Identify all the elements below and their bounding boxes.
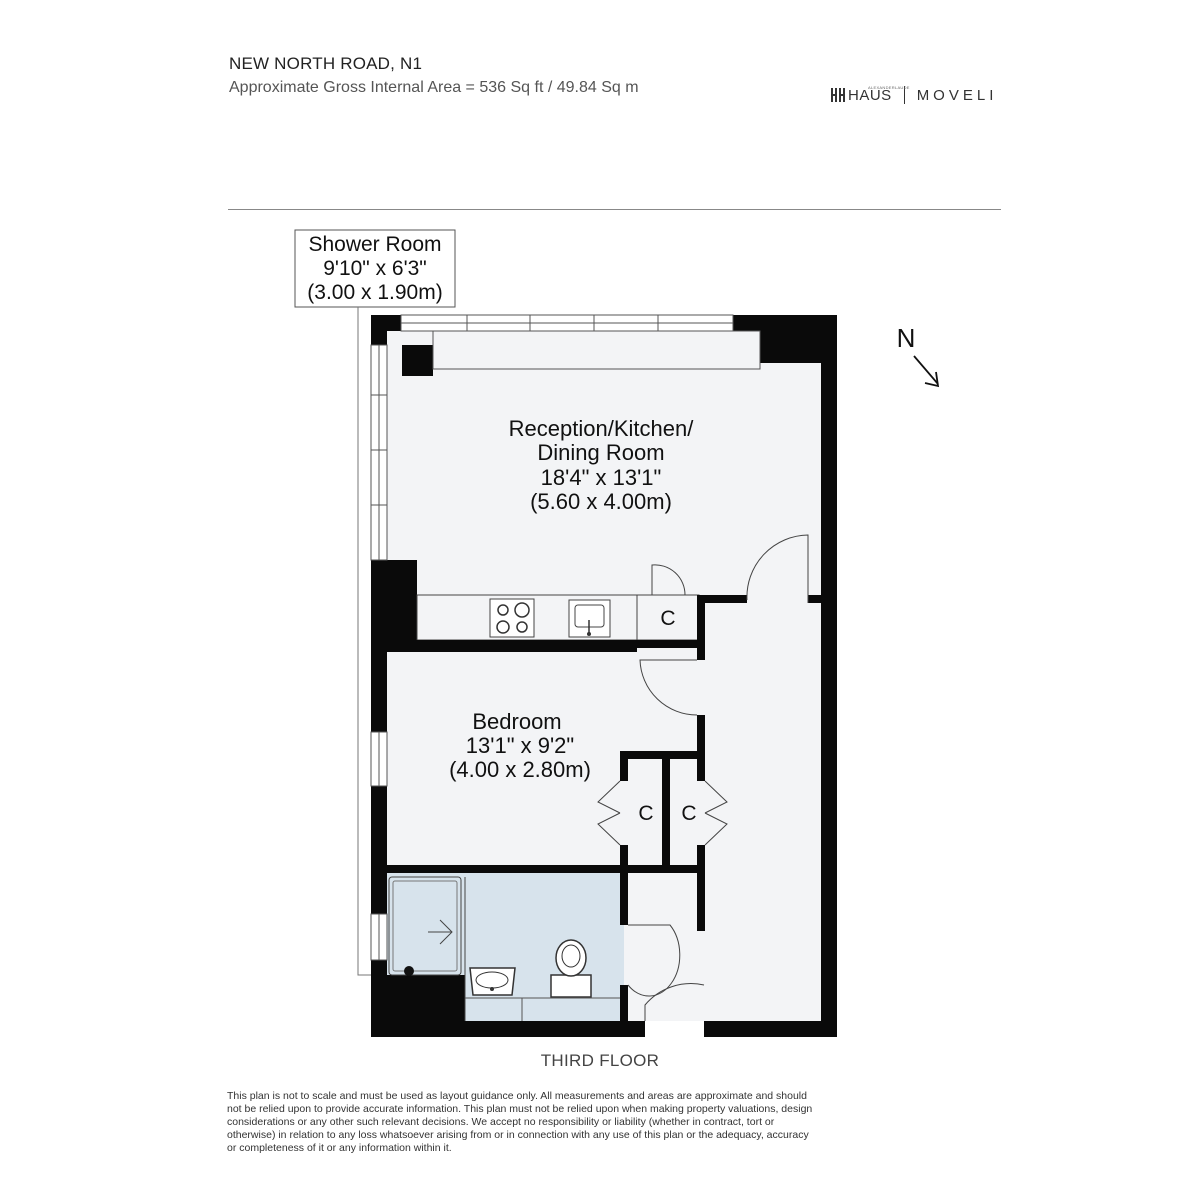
- outer-walls: [371, 315, 837, 1037]
- haus-logo: ALEXANDERLAUDE HAUS: [848, 85, 909, 104]
- bedroom-metric: (4.00 x 2.80m): [449, 757, 591, 782]
- compass-north-label: N: [897, 323, 916, 353]
- bedroom-name: Bedroom: [472, 709, 561, 734]
- kitchen-cupboard-label: C: [660, 607, 675, 630]
- bedroom-label: Bedroom 13'1" x 9'2" (4.00 x 2.80m): [449, 709, 591, 782]
- bedroom-cupboard-right-label: C: [681, 802, 696, 825]
- shower-room-leader-line: [357, 307, 371, 976]
- shower-tray-icon: [388, 876, 462, 976]
- north-arrow-icon: [913, 355, 940, 388]
- bedroom-cupboard-left: [628, 759, 662, 865]
- haus-logo-icon: [831, 88, 845, 102]
- shower-room-imperial: 9'10" x 6'3": [323, 257, 427, 280]
- cupboard-door-swings: [597, 780, 728, 846]
- reception-name-line2: Dining Room: [537, 440, 664, 465]
- kitchen-counter: [416, 594, 668, 641]
- north-compass: N: [897, 323, 940, 388]
- haus-logo-small-text: ALEXANDERLAUDE: [868, 84, 910, 90]
- page-title: NEW NORTH ROAD, N1: [229, 54, 423, 73]
- reception-label: Reception/Kitchen/ Dining Room 18'4" x 1…: [509, 416, 695, 514]
- kitchen-sink-icon: [568, 599, 611, 638]
- shelf-unit: [432, 330, 761, 370]
- bedroom-imperial: 13'1" x 9'2": [466, 733, 574, 758]
- toilet-icon: [550, 939, 592, 998]
- interior-walls: [387, 595, 821, 1021]
- basin-icon: [469, 967, 516, 996]
- disclaimer-text: This plan is not to scale and must be us…: [227, 1090, 813, 1154]
- bedroom-cupboard-right: [670, 759, 697, 865]
- hob-icon: [489, 598, 535, 638]
- reception-metric: (5.60 x 4.00m): [530, 489, 672, 514]
- column: [402, 345, 433, 376]
- shower-room-name: Shower Room: [308, 233, 441, 256]
- shower-room-label-box: [294, 229, 456, 308]
- floor-label: THIRD FLOOR: [540, 1051, 660, 1070]
- shower-room-metric: (3.00 x 1.90m): [307, 281, 442, 304]
- moveli-logo: MOVELI: [916, 86, 998, 104]
- left-window: [370, 344, 388, 961]
- haus-logo-text: HAUS: [848, 86, 892, 104]
- kitchen-cupboard-door-swing: [651, 564, 686, 596]
- reception-name-line1: Reception/Kitchen/: [509, 416, 695, 441]
- bathroom-vanity: [465, 997, 620, 1021]
- bedroom-cupboard-left-label: C: [638, 802, 653, 825]
- header-rule: [228, 209, 1001, 210]
- brand-divider: [903, 86, 905, 104]
- door-swings: [627, 534, 809, 1021]
- brand-logos: ALEXANDERLAUDE HAUS MOVELI: [830, 84, 997, 106]
- top-window: [400, 314, 734, 332]
- area-subtitle: Approximate Gross Internal Area = 536 Sq…: [229, 79, 639, 96]
- reception-imperial: 18'4" x 13'1": [541, 465, 662, 490]
